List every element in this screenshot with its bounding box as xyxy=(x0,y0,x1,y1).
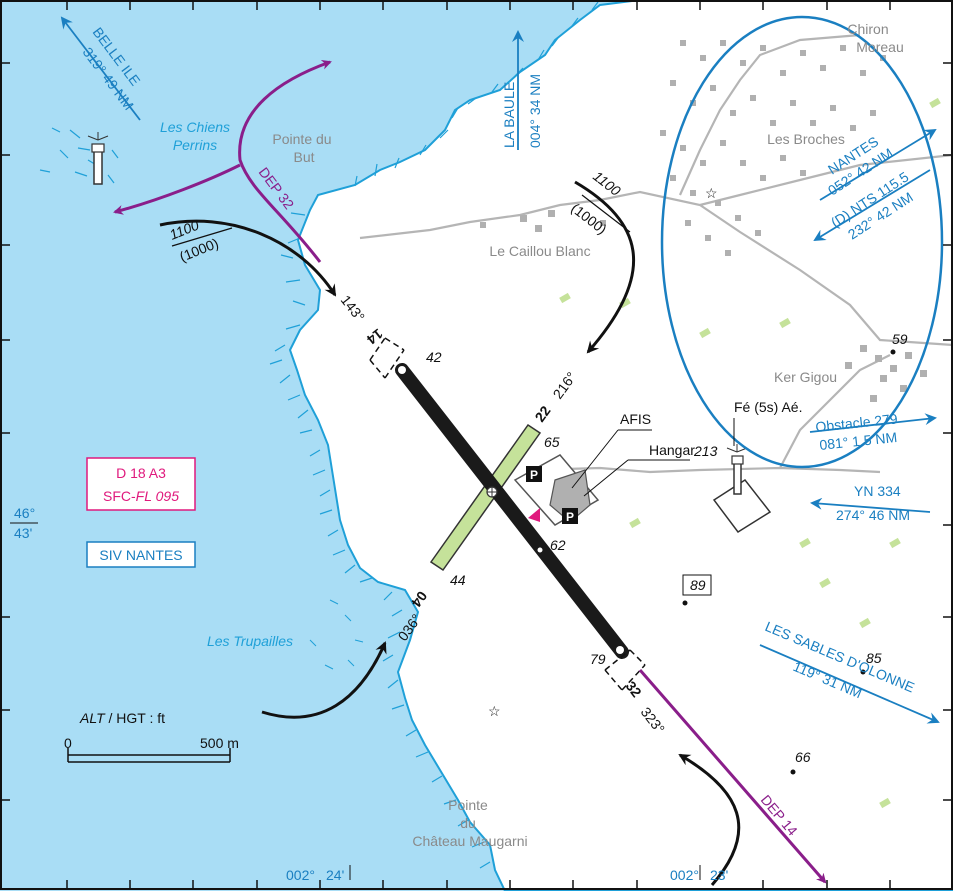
longitude-002-24-deg: 002° xyxy=(286,867,315,883)
rocks-les-trupailles xyxy=(309,599,364,670)
scale-500m: 500 m xyxy=(200,735,239,751)
elevation-42: 42 xyxy=(426,349,442,365)
les-broches-label: Les Broches xyxy=(767,131,845,147)
pointe-du-but-label: But xyxy=(293,149,314,165)
lighthouse-icon xyxy=(712,444,772,534)
elevation-62: 62 xyxy=(550,537,566,553)
d18-area-box xyxy=(86,457,196,511)
afis-label: AFIS xyxy=(620,411,651,427)
latitude-degrees: 46° xyxy=(14,505,35,521)
les-chiens-perrins-label: Les Chiens xyxy=(160,119,230,135)
elevation-44: 44 xyxy=(450,572,466,588)
d18-label: D 18 A3 xyxy=(116,465,166,481)
runway-04-22-grass xyxy=(429,423,542,572)
nantes-vor-zone xyxy=(660,15,944,469)
elevation-213: 213 xyxy=(693,443,718,459)
le-caillou-blanc-label: Le Caillou Blanc xyxy=(489,243,590,259)
la-baule-label: LA BAULE xyxy=(501,82,517,148)
latitude-minutes: 43' xyxy=(14,525,32,541)
elevation-85: 85 xyxy=(866,650,882,666)
elevation-65: 65 xyxy=(544,434,560,450)
siv-nantes-label: SIV NANTES xyxy=(99,547,182,563)
elevation-79: 79 xyxy=(590,651,606,667)
island-belle-ile xyxy=(39,127,119,184)
les-trupailles-label: Les Trupailles xyxy=(207,633,293,649)
windsock-icon xyxy=(528,508,540,522)
landmark-star-icon: ☆ xyxy=(488,703,501,719)
arrival-routes xyxy=(159,180,741,886)
alt-hgt-legend: ALT / HGT : ft xyxy=(79,710,165,726)
threshold-32 xyxy=(604,649,646,691)
apron: P P xyxy=(513,454,600,526)
scale-zero: 0 xyxy=(64,735,72,751)
longitude-002-23-deg: 002° xyxy=(670,867,699,883)
chiron-moreau-label: Chiron xyxy=(847,21,888,37)
parking-icon: P xyxy=(530,468,538,482)
siv-nantes-box xyxy=(86,541,196,568)
yn-ndb-label: YN 334 xyxy=(854,483,901,499)
ker-gigou-label: Ker Gigou xyxy=(774,369,837,385)
pointe-chateau-label: du xyxy=(460,815,476,831)
spot-89-box xyxy=(682,574,712,596)
les-chiens-perrins-label: Perrins xyxy=(173,137,217,153)
yn-bearing: 274° 46 NM xyxy=(836,507,910,523)
pointe-chateau-label: Château Maugarni xyxy=(412,833,527,849)
spot-elevation-89: 89 xyxy=(690,577,706,593)
parking-icon: P xyxy=(566,510,574,524)
roads xyxy=(359,33,953,474)
elevation-59: 59 xyxy=(892,331,908,347)
threshold-14 xyxy=(369,337,405,379)
scale-bar xyxy=(67,748,231,763)
elevation-66: 66 xyxy=(795,749,811,765)
nav-arrows xyxy=(60,16,940,724)
la-baule-bearing: 004° 34 NM xyxy=(527,74,543,148)
pointe-chateau-label: Pointe xyxy=(448,797,488,813)
hangar-label: Hangar xyxy=(649,442,695,458)
runway-14-32 xyxy=(395,363,629,659)
chiron-moreau-label: Moreau xyxy=(856,39,903,55)
d18-limits: SFC-FL 095 xyxy=(103,488,179,504)
coastal-rocks xyxy=(269,1,599,869)
light-characteristics: Fé (5s) Aé. xyxy=(734,399,802,415)
pointe-du-but-label: Pointe du xyxy=(272,131,331,147)
lighthouse-icon xyxy=(87,132,109,185)
departure-routes xyxy=(113,60,827,884)
landmark-star-icon: ☆ xyxy=(705,185,718,201)
longitude-002-23-min: 23' xyxy=(710,867,728,883)
longitude-002-24-min: 24' xyxy=(326,867,344,883)
buildings xyxy=(480,40,927,402)
